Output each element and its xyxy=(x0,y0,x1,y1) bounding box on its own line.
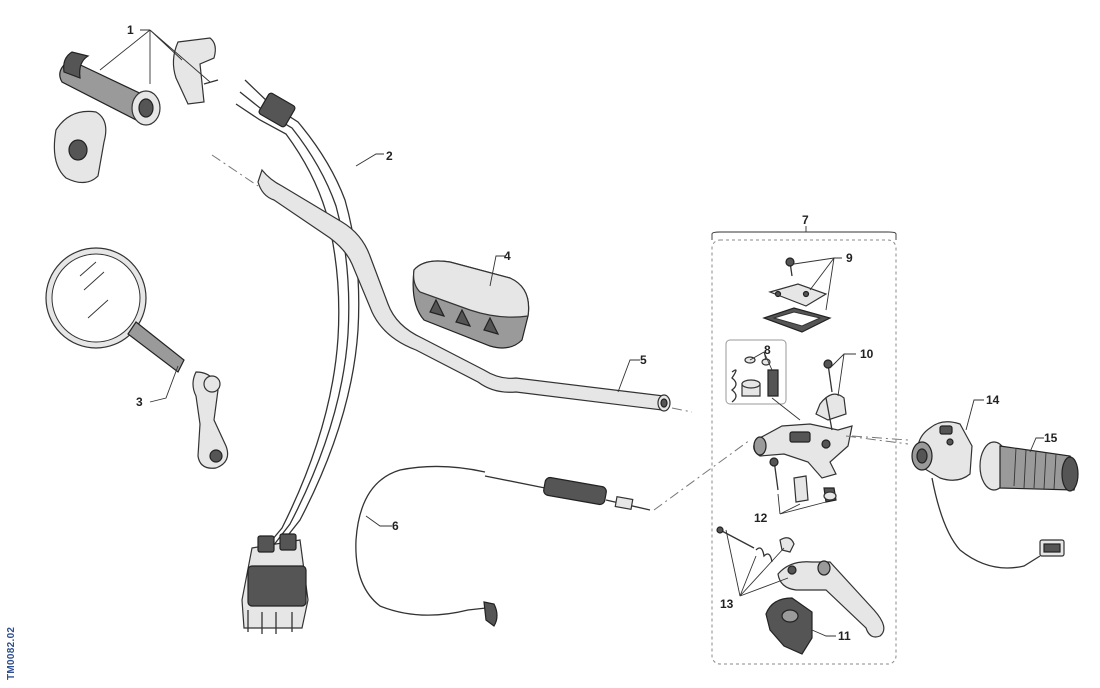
master-cylinder-kit xyxy=(711,226,897,665)
callout-8: 8 xyxy=(764,343,771,357)
lever-hardware xyxy=(769,457,837,503)
switch-housing xyxy=(911,421,1065,569)
callout-13: 13 xyxy=(720,597,734,611)
callout-12: 12 xyxy=(754,511,768,525)
callout-14: 14 xyxy=(986,393,1000,407)
reservoir-cover xyxy=(762,257,832,333)
clutch-cable xyxy=(355,439,751,627)
callout-4: 4 xyxy=(504,249,511,263)
handlebar xyxy=(211,154,693,413)
callout-5: 5 xyxy=(640,353,647,367)
master-cylinder-body xyxy=(753,423,909,479)
callout-2: 2 xyxy=(386,149,393,163)
callout-3: 3 xyxy=(136,395,143,409)
brake-lever xyxy=(716,526,885,638)
callout-1: 1 xyxy=(127,23,134,37)
left-grip xyxy=(979,441,1079,492)
throttle-cable-bundle xyxy=(235,79,360,634)
callout-11: 11 xyxy=(838,629,851,643)
throttle-grip-assembly xyxy=(53,37,219,184)
lever-boot xyxy=(765,597,813,655)
callout-7: 7 xyxy=(802,213,809,227)
callout-9: 9 xyxy=(846,251,853,265)
mirror xyxy=(45,247,229,469)
callout-15: 15 xyxy=(1044,431,1058,445)
seal-kit xyxy=(725,339,801,421)
drawing-reference-code: TM0082.02 xyxy=(6,626,17,680)
callout-10: 10 xyxy=(860,347,874,361)
callout-6: 6 xyxy=(392,519,399,533)
handlebar-pad xyxy=(412,260,530,349)
